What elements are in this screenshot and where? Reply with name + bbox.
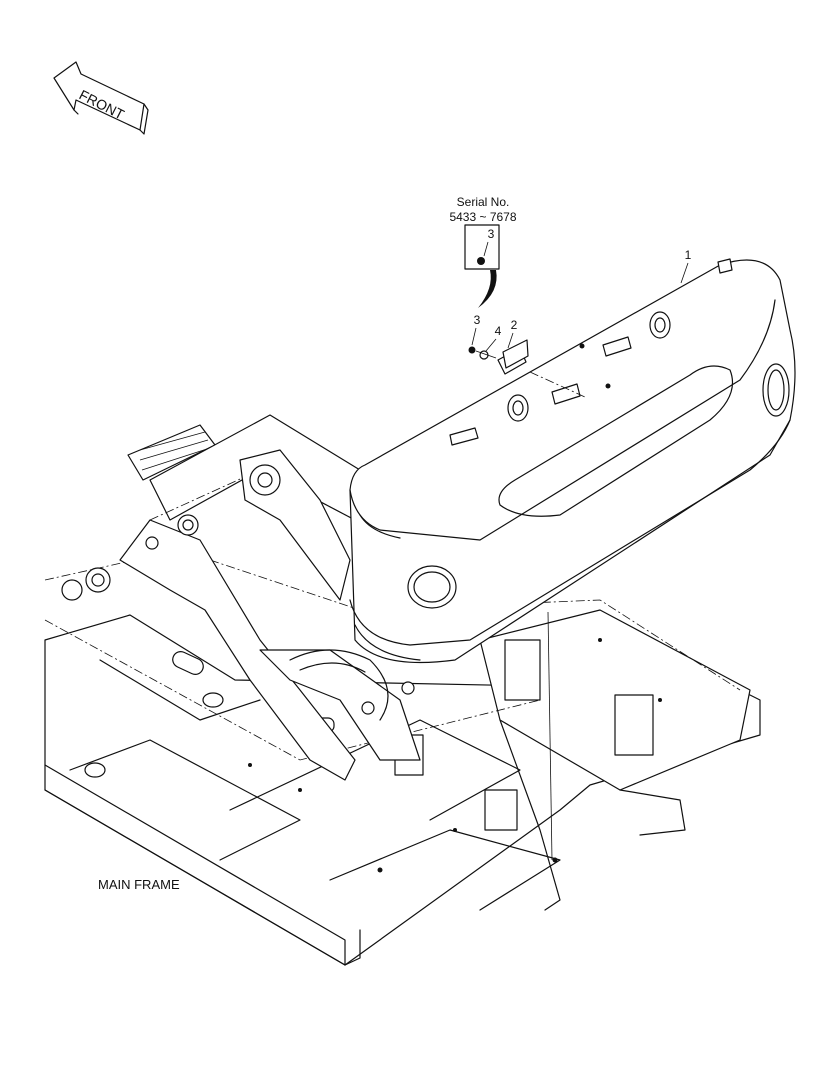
bracket-assembly-drawing — [468, 339, 529, 375]
callout-3: 3 — [471, 313, 481, 346]
detail-box — [464, 224, 500, 270]
detail-pointer-icon — [478, 270, 497, 308]
callout-number: 3 — [474, 313, 481, 327]
detail-callout: 3 — [488, 227, 495, 241]
callout-number: 1 — [685, 248, 692, 262]
callout-number: 2 — [511, 318, 518, 332]
callout-1: 1 — [680, 248, 692, 284]
main-frame-label: MAIN FRAME — [98, 877, 180, 892]
upper-frame-drawing — [61, 414, 421, 781]
callout-4: 4 — [485, 324, 502, 352]
main-frame-drawing — [44, 549, 761, 966]
callout-2: 2 — [507, 318, 518, 349]
callout-number: 4 — [495, 324, 502, 338]
serial-detail: Serial No. 5433 ~ 7678 3 — [449, 195, 517, 308]
front-arrow-icon: FRONT — [53, 61, 149, 135]
serial-label: Serial No. — [457, 195, 510, 209]
serial-range: 5433 ~ 7678 — [449, 210, 516, 224]
counterweight-drawing — [349, 258, 796, 861]
